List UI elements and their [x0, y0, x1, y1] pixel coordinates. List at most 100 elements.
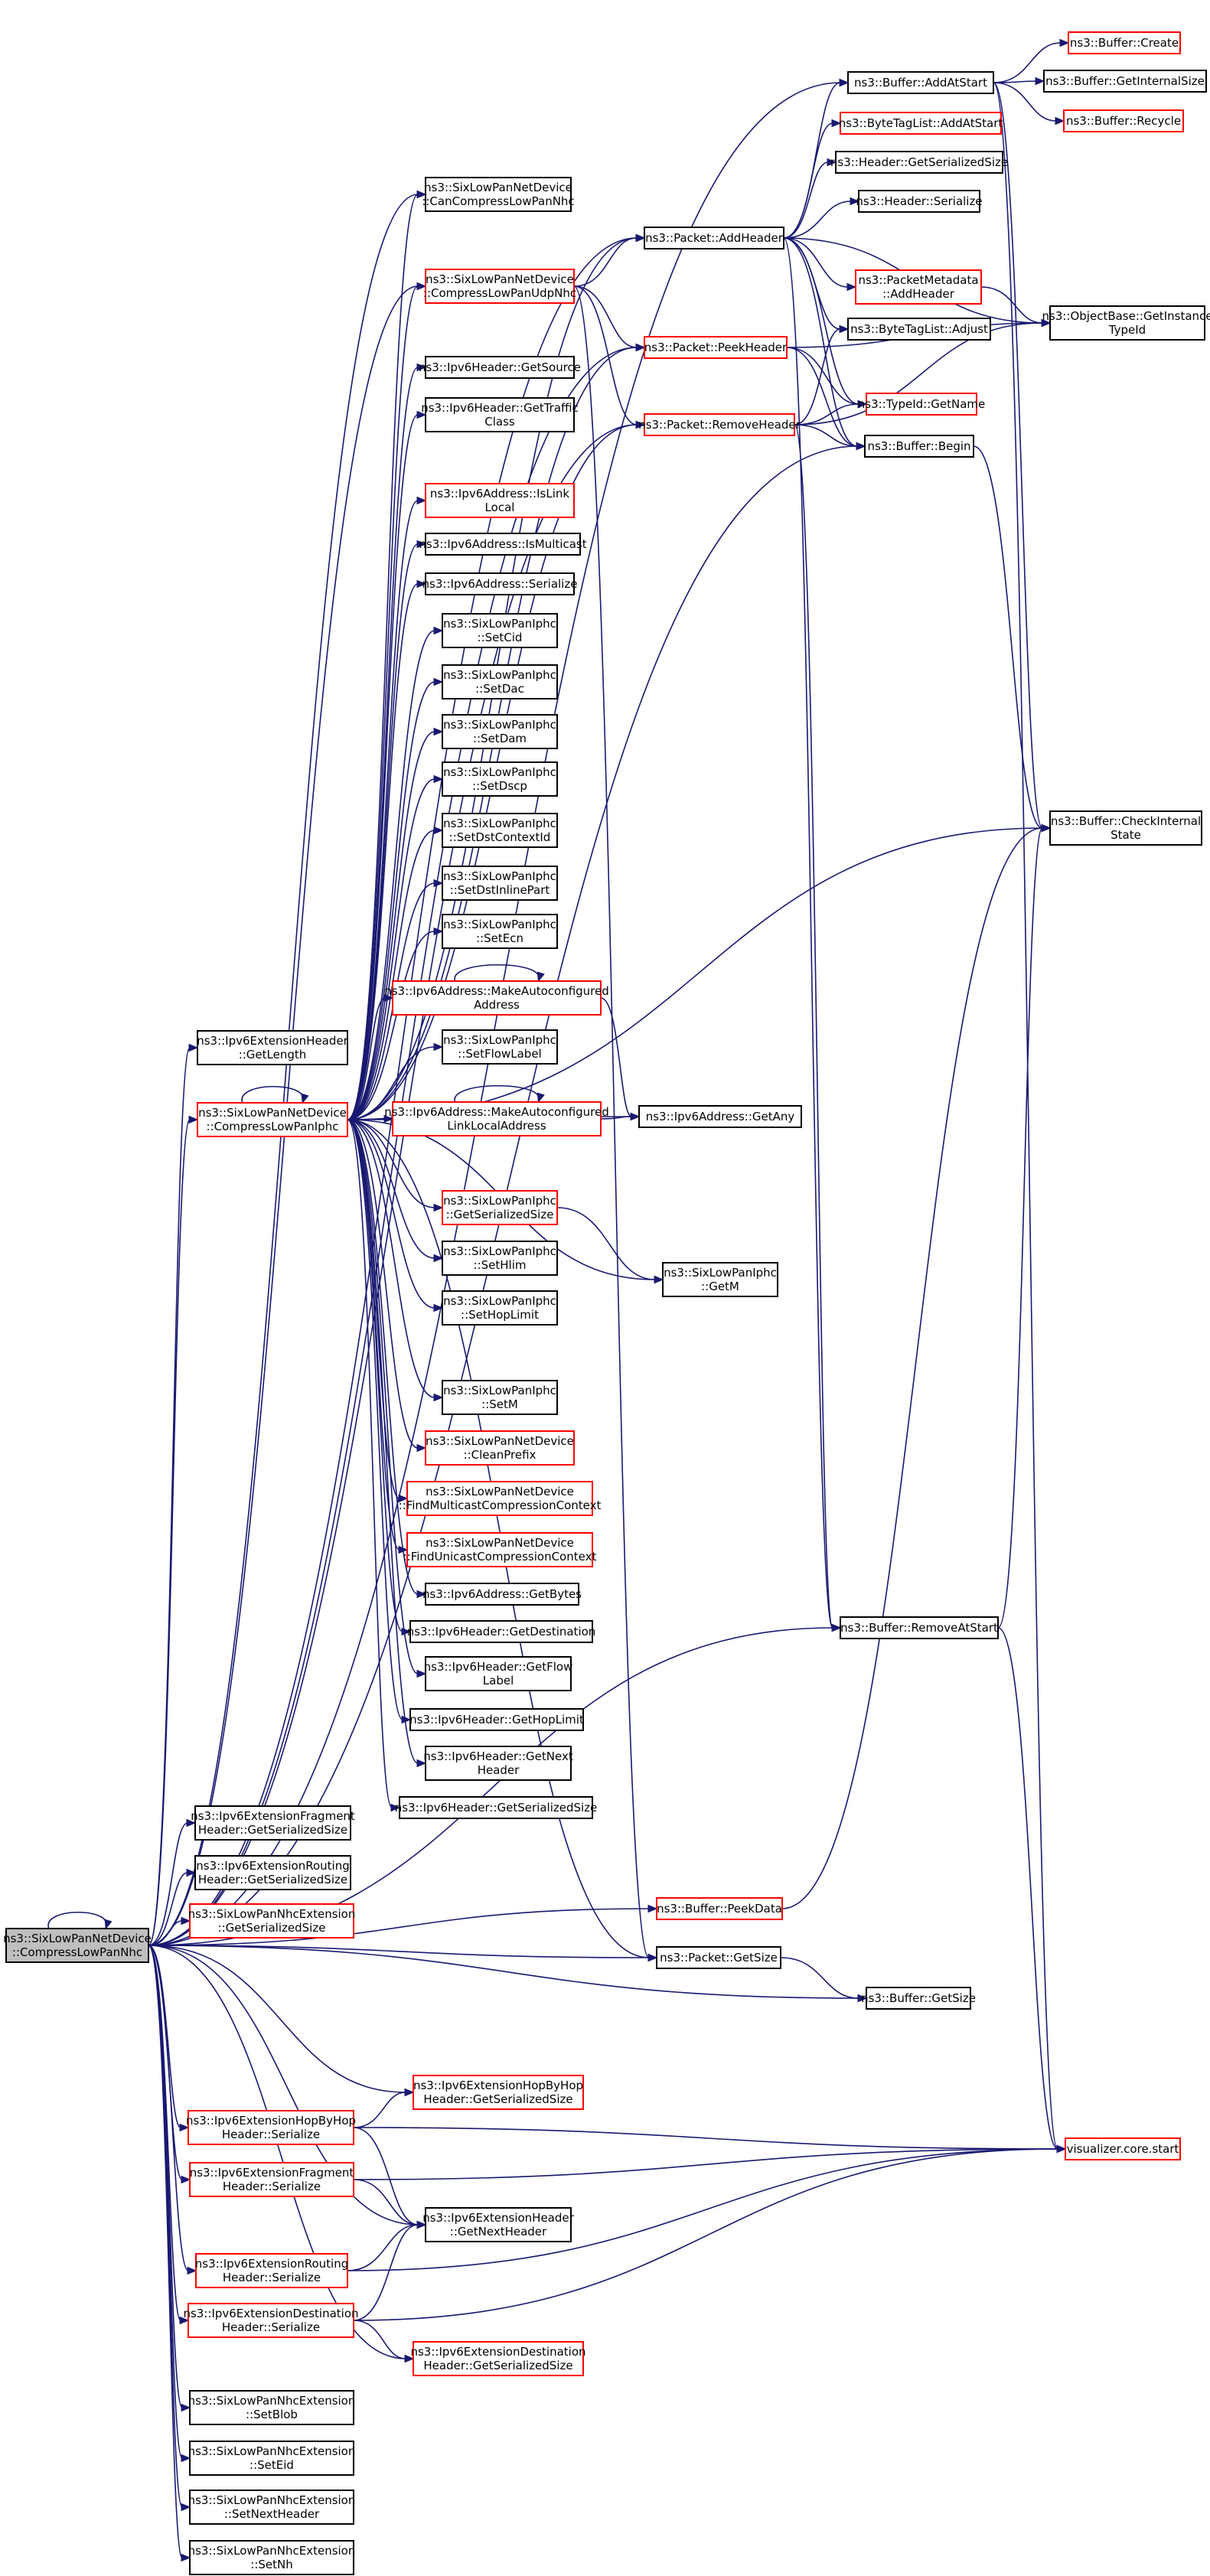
- node-canNhc[interactable]: ns3::SixLowPanNetDevice::CanCompressLowP…: [422, 177, 575, 212]
- node-label: ns3::Packet::GetSize: [660, 1951, 778, 1965]
- node-box: [866, 1987, 971, 2010]
- edge-line: [148, 1945, 419, 2225]
- node-makeAutoLL[interactable]: ns3::Ipv6Address::MakeAutoconfiguredLink…: [384, 1101, 609, 1136]
- edge-line: [347, 194, 419, 1120]
- node-pmAddHeader[interactable]: ns3::PacketMetadata::AddHeader: [855, 269, 982, 305]
- node-bufGetInternal[interactable]: ns3::Buffer::GetInternalSize: [1043, 70, 1207, 93]
- edge-line: [993, 82, 1057, 122]
- edge-arrowhead: [188, 1043, 199, 1052]
- node-nhcExtGetSerSize[interactable]: ns3::SixLowPanNhcExtension::GetSerialize…: [188, 1903, 356, 1939]
- node-setCid[interactable]: ns3::SixLowPanIphc::SetCid: [442, 613, 558, 648]
- edge-line: [600, 997, 632, 1117]
- node-findUcast[interactable]: ns3::SixLowPanNetDevice::FindUnicastComp…: [403, 1532, 597, 1567]
- node-setM[interactable]: ns3::SixLowPanIphc::SetM: [442, 1380, 558, 1415]
- edge-line: [794, 424, 858, 447]
- node-hdrSerialize[interactable]: ns3::Header::Serialize: [856, 190, 983, 213]
- node-routGetSerSize[interactable]: ns3::Ipv6ExtensionRoutingHeader::GetSeri…: [194, 1855, 351, 1890]
- node-iphcGetSerSize[interactable]: ns3::SixLowPanIphc::GetSerializedSize: [442, 1190, 558, 1225]
- node-destGetSerSize[interactable]: ns3::Ipv6ExtensionDestinationHeader::Get…: [410, 2341, 586, 2376]
- node-setHopLimit[interactable]: ns3::SixLowPanIphc::SetHopLimit: [442, 1290, 558, 1325]
- node-getHopLimit[interactable]: ns3::Ipv6Header::GetHopLimit: [409, 1708, 584, 1731]
- node-box: [195, 2253, 348, 2288]
- node-addAtStart[interactable]: ns3::Buffer::AddAtStart: [847, 71, 994, 94]
- edge-line: [148, 1119, 191, 1946]
- edge-line: [347, 681, 435, 1120]
- node-typeIdGetName[interactable]: ns3::TypeId::GetName: [858, 393, 985, 416]
- node-cleanPrefix[interactable]: ns3::SixLowPanNetDevice::CleanPrefix: [425, 1430, 575, 1466]
- edge-iphc-makeAuto: [347, 993, 394, 1120]
- node-label: ::SetDscp: [472, 779, 527, 793]
- node-extGetNext[interactable]: ns3::Ipv6ExtensionHeader::GetNextHeader: [422, 2207, 575, 2242]
- node-iphc[interactable]: ns3::SixLowPanNetDevice::CompressLowPanI…: [197, 1102, 348, 1137]
- node-makeAuto[interactable]: ns3::Ipv6Address::MakeAutoconfiguredAddr…: [384, 980, 609, 1016]
- node-setDstCtx[interactable]: ns3::SixLowPanIphc::SetDstContextId: [442, 813, 558, 848]
- node-fragGetSerSize[interactable]: ns3::Ipv6ExtensionFragmentHeader::GetSer…: [191, 1805, 355, 1841]
- node-box: [413, 2341, 584, 2376]
- node-getBytes[interactable]: ns3::Ipv6Address::GetBytes: [422, 1583, 582, 1606]
- edge-line: [783, 161, 829, 239]
- node-btlAdjust[interactable]: ns3::ByteTagList::Adjust: [847, 318, 991, 341]
- node-getDest[interactable]: ns3::Ipv6Header::GetDestination: [407, 1620, 596, 1643]
- node-bufBegin[interactable]: ns3::Buffer::Begin: [864, 435, 974, 458]
- node-setFlowLabel[interactable]: ns3::SixLowPanIphc::SetFlowLabel: [442, 1029, 558, 1065]
- edge-arrowhead: [186, 1868, 197, 1877]
- node-addHeader[interactable]: ns3::Packet::AddHeader: [644, 227, 784, 249]
- node-extGetLength[interactable]: ns3::Ipv6ExtensionHeader::GetLength: [197, 1030, 349, 1065]
- node-label: ns3::Ipv6ExtensionFragment: [191, 1809, 355, 1823]
- node-getAny[interactable]: ns3::Ipv6Address::GetAny: [638, 1105, 802, 1128]
- node-setHlim[interactable]: ns3::SixLowPanIphc::SetHlim: [442, 1241, 558, 1276]
- node-ipv6GetSource[interactable]: ns3::Ipv6Header::GetSource: [419, 356, 581, 379]
- node-findMcast[interactable]: ns3::SixLowPanNetDevice::FindMulticastCo…: [399, 1481, 602, 1516]
- edge-iphc-cleanPrefix: [347, 1119, 427, 1453]
- edge-iphc-setDscp: [347, 774, 444, 1120]
- edge-line: [347, 1119, 435, 1259]
- node-label: ns3::SixLowPanIphc: [443, 1194, 556, 1208]
- node-label: ns3::SixLowPanIphc: [443, 617, 556, 631]
- node-peekData[interactable]: ns3::Buffer::PeekData: [656, 1897, 783, 1920]
- node-setBlob[interactable]: ns3::SixLowPanNhcExtension::SetBlob: [188, 2390, 356, 2425]
- edge-arrowhead: [846, 282, 857, 292]
- node-hbhGetSerSize[interactable]: ns3::Ipv6ExtensionHopByHopHeader::GetSer…: [413, 2075, 584, 2110]
- edge-line: [47, 1912, 107, 1929]
- node-box: [864, 435, 974, 458]
- node-pktGetSize[interactable]: ns3::Packet::GetSize: [656, 1946, 781, 1969]
- node-peekHeader[interactable]: ns3::Packet::PeekHeader: [644, 336, 788, 359]
- node-removeHeader[interactable]: ns3::Packet::RemoveHeader: [638, 413, 801, 436]
- node-label: ::CanCompressLowPanNhc: [422, 194, 574, 208]
- node-fragSerialize[interactable]: ns3::Ipv6ExtensionFragmentHeader::Serial…: [189, 2162, 354, 2197]
- node-setEid[interactable]: ns3::SixLowPanNhcExtension::SetEid: [188, 2441, 356, 2476]
- node-setEcn[interactable]: ns3::SixLowPanIphc::SetEcn: [442, 914, 558, 949]
- node-label: Header::GetSerializedSize: [423, 2359, 572, 2372]
- node-isMulticast[interactable]: ns3::Ipv6Address::IsMulticast: [419, 533, 587, 556]
- node-destSerialize[interactable]: ns3::Ipv6ExtensionDestinationHeader::Ser…: [183, 2303, 359, 2338]
- node-bufGetSize[interactable]: ns3::Buffer::GetSize: [861, 1987, 976, 2010]
- edge-root-routGetSerSize: [148, 1868, 197, 1946]
- node-addrSerialize[interactable]: ns3::Ipv6Address::Serialize: [422, 572, 578, 595]
- edge-iphc-findUcast: [347, 1119, 409, 1554]
- node-getNextHeader[interactable]: ns3::Ipv6Header::GetNextHeader: [423, 1746, 573, 1781]
- node-setNextHeader[interactable]: ns3::SixLowPanNhcExtension::SetNextHeade…: [188, 2490, 356, 2525]
- node-udpNhc[interactable]: ns3::SixLowPanNetDevice::CompressLowPanU…: [423, 269, 576, 304]
- node-setNh[interactable]: ns3::SixLowPanNhcExtension::SetNh: [188, 2540, 356, 2575]
- node-setDam[interactable]: ns3::SixLowPanIphc::SetDam: [442, 714, 558, 749]
- node-setDscp[interactable]: ns3::SixLowPanIphc::SetDscp: [442, 761, 558, 797]
- node-hdrGetSerSize[interactable]: ns3::Header::GetSerializedSize: [830, 151, 1008, 174]
- edge-line: [148, 1920, 183, 1946]
- node-hbhSerialize[interactable]: ns3::Ipv6ExtensionHopByHopHeader::Serial…: [186, 2110, 356, 2145]
- node-box: [858, 190, 980, 213]
- node-setDstInline[interactable]: ns3::SixLowPanIphc::SetDstInlinePart: [442, 866, 558, 901]
- node-routSerialize[interactable]: ns3::Ipv6ExtensionRoutingHeader::Seriali…: [195, 2253, 349, 2288]
- node-ipv6GetSerSize[interactable]: ns3::Ipv6Header::GetSerializedSize: [395, 1796, 598, 1819]
- node-bufCreate[interactable]: ns3::Buffer::Create: [1068, 31, 1181, 54]
- node-setDac[interactable]: ns3::SixLowPanIphc::SetDac: [442, 664, 558, 699]
- node-bufRecycle[interactable]: ns3::Buffer::Recycle: [1063, 109, 1184, 132]
- node-vizStart[interactable]: visualizer.core.start: [1065, 2137, 1181, 2160]
- node-removeAtStart[interactable]: ns3::Buffer::RemoveAtStart: [840, 1616, 999, 1639]
- node-btlAddAtStart[interactable]: ns3::ByteTagList::AddAtStart: [839, 112, 1003, 135]
- node-iphcGetM[interactable]: ns3::SixLowPanIphc::GetM: [662, 1262, 778, 1297]
